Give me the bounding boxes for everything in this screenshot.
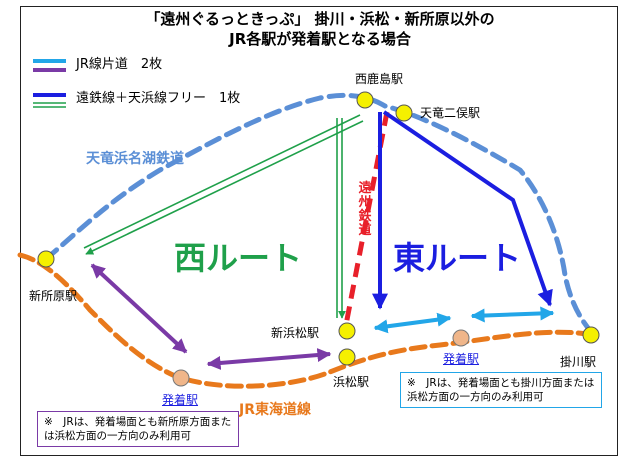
tokaido-line [17,252,597,389]
station-departure-east-marker [452,329,470,347]
entetsu-line-label: 遠州鉄道 [358,181,372,238]
diagram-frame [20,6,618,456]
station-hamamatsu-marker [338,348,356,366]
station-shin-hamamatsu-label: 新浜松駅 [271,326,320,340]
station-departure-west-label: 発着駅 [162,393,199,407]
west-route-arrow-to-shinjohara [83,114,364,255]
east-route-label: 東ルート [393,239,522,277]
jr-arrow-hamamatsu-departure-east [373,312,452,334]
legend-entetsu-swatch [33,93,66,108]
legend-jr-swatch [33,59,66,72]
station-nishikajima-marker [356,91,374,109]
jr-arrow-shinjohara-departure [90,263,188,354]
jr-arrow-departure-kakegawa [470,306,555,323]
note-west: ※ JRは、発着場面とも新所原方面または浜松方面の一方向のみ利用可 [37,411,239,447]
legend-jr-label: JR線片道 2枚 [76,57,163,72]
west-route-label: 西ルート [174,239,303,277]
station-hamamatsu-label: 浜松駅 [333,375,370,389]
entetsu-line [342,111,390,331]
station-shinjohara-marker [37,250,55,268]
jr-arrow-departure-hamamatsu [206,348,332,370]
station-tenryu-futamata-marker [395,104,413,122]
station-shin-hamamatsu-marker [338,322,356,340]
station-departure-west-marker [172,369,190,387]
legend-entetsu-label: 遠鉄線＋天浜線フリー 1枚 [76,91,241,106]
title-line-2: JR各駅が発着駅となる場合 [229,30,411,48]
station-nishikajima-label: 西鹿島駅 [355,72,404,86]
station-departure-east-label: 発着駅 [443,352,480,366]
tenhama-line-label: 天竜浜名湖鉄道 [86,151,184,167]
east-route-arrow-to-kakegawa [382,110,553,307]
title-line-1: 「遠州ぐるっときっぷ」 掛川・浜松・新所原以外の [145,10,495,28]
station-shinjohara-label: 新所原駅 [29,289,78,303]
station-tenryu-futamata-label: 天竜二俣駅 [420,106,481,120]
west-route-arrow-to-shinhamamatsu [336,118,346,319]
station-kakegawa-marker [582,326,600,344]
note-east: ※ JRは、発着場面とも掛川方面または浜松方面の一方向のみ利用可 [400,372,602,408]
tokaido-line-label: JR東海道線 [239,402,311,418]
station-kakegawa-label: 掛川駅 [560,355,597,369]
tenhama-line [43,92,597,338]
